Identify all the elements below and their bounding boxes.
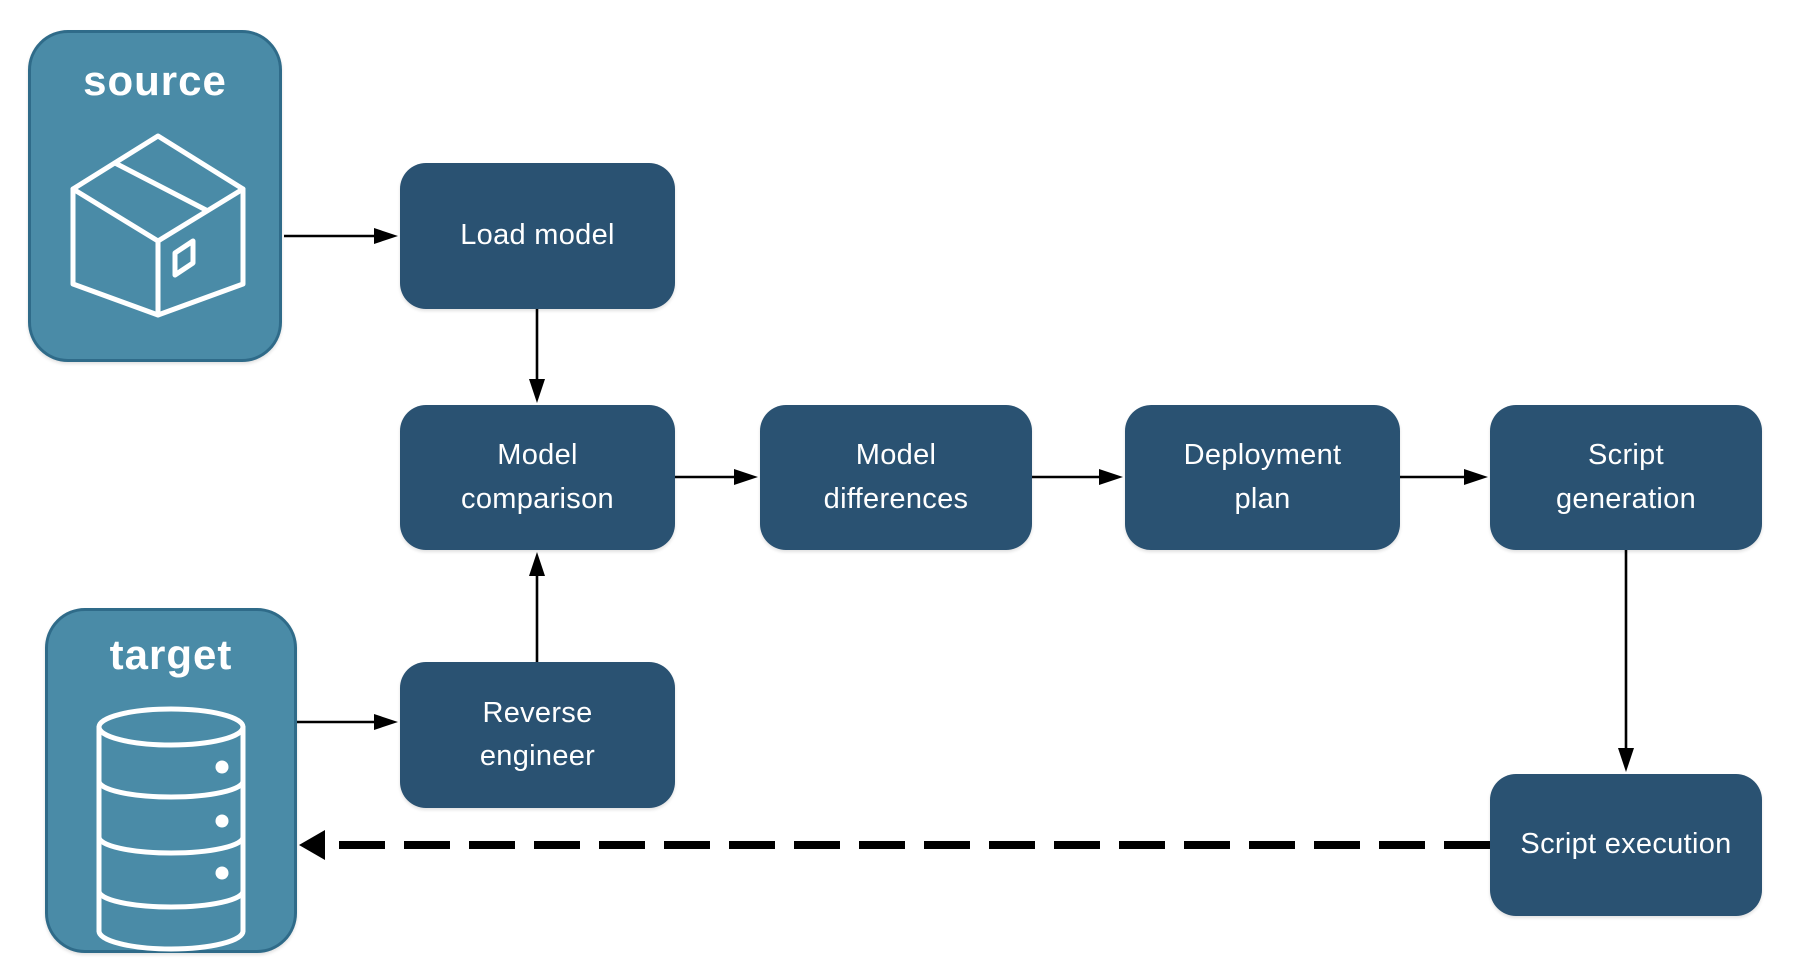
- arrow-script-execution-to-target-dashed: [299, 830, 1490, 860]
- database-icon: [96, 706, 246, 952]
- node-script-generation-label: Script generation: [1555, 439, 1697, 515]
- arrow-load-model-to-model-comparison: [529, 309, 545, 403]
- arrow-target-to-reverse-engineer: [297, 714, 398, 730]
- package-icon: [70, 133, 246, 318]
- target-endpoint: target: [45, 608, 297, 953]
- source-label: source: [83, 57, 227, 104]
- node-model-differences: Model differences: [760, 405, 1032, 550]
- source-endpoint: source: [28, 30, 282, 362]
- node-deployment-plan: Deployment plan: [1125, 405, 1400, 550]
- arrow-source-to-load-model: [284, 228, 398, 244]
- node-script-execution-label: Script execution: [1520, 828, 1732, 861]
- node-model-differences-label: Model differences: [823, 439, 969, 515]
- arrow-model-comparison-to-model-differences: [675, 469, 758, 485]
- node-reverse-engineer: Reverse engineer: [400, 662, 675, 808]
- node-model-comparison: Model comparison: [400, 405, 675, 550]
- arrow-deployment-plan-to-script-generation: [1400, 469, 1488, 485]
- arrow-model-differences-to-deployment-plan: [1032, 469, 1123, 485]
- arrow-script-generation-to-script-execution: [1618, 550, 1634, 772]
- node-deployment-plan-label: Deployment plan: [1183, 439, 1342, 515]
- target-label: target: [109, 631, 233, 678]
- node-load-model-label: Load model: [460, 219, 615, 252]
- arrow-reverse-engineer-to-model-comparison: [529, 552, 545, 662]
- node-script-generation: Script generation: [1490, 405, 1762, 550]
- node-script-execution: Script execution: [1490, 774, 1762, 916]
- node-reverse-engineer-label: Reverse engineer: [479, 696, 596, 773]
- node-load-model: Load model: [400, 163, 675, 309]
- node-model-comparison-label: Model comparison: [461, 439, 614, 515]
